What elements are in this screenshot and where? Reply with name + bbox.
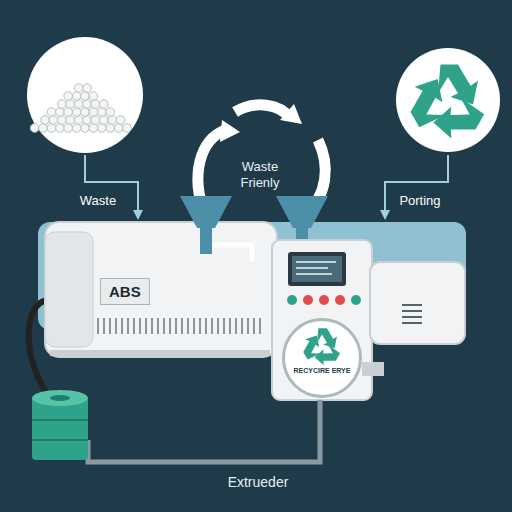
pellet-circle: [27, 37, 143, 153]
control-screen: [288, 252, 346, 286]
loop-arrow: [235, 105, 290, 118]
vent-grille: [98, 318, 260, 334]
center-caption: Waste Frienly: [225, 159, 295, 190]
badge-text: RECYCIRE ERYE: [292, 367, 352, 375]
material-label: ABS: [100, 278, 150, 305]
hopper: [276, 196, 328, 228]
machine-label: Extrueder: [225, 474, 292, 490]
pellet-pile: [30, 84, 131, 133]
recycle-symbol: [302, 327, 342, 367]
recycle-symbol: [401, 65, 486, 147]
recycle-circle: [396, 48, 500, 152]
output-label: Porting: [396, 193, 443, 208]
material-name: ABS: [109, 283, 141, 300]
recycle-badge: RECYCIRE ERYE: [282, 318, 362, 398]
hopper: [180, 196, 232, 228]
feed-arrow: [385, 155, 448, 215]
pipe: [88, 400, 320, 462]
extruder-body: [45, 222, 277, 357]
control-unit: [272, 240, 372, 400]
input-label: Waste: [77, 193, 119, 208]
motor: [370, 262, 465, 344]
